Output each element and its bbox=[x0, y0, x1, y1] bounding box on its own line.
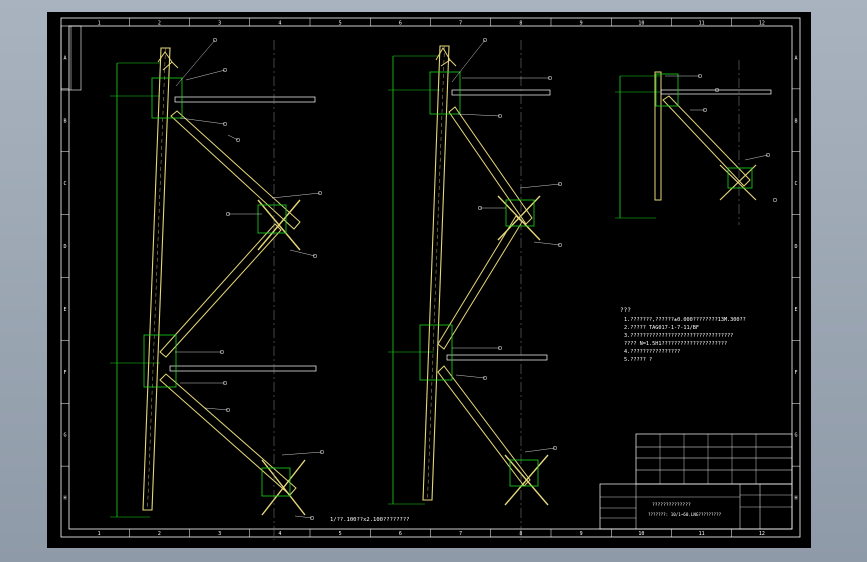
leader-bubble bbox=[497, 113, 503, 119]
grid-row-label: E bbox=[794, 307, 797, 313]
dimension-labels bbox=[212, 37, 778, 521]
diagonal-brace bbox=[159, 373, 297, 496]
drawing-canvas[interactable] bbox=[47, 12, 811, 548]
leader-bubble bbox=[497, 345, 503, 351]
title-block: ?????????????? ???????: 10/1~60.LNG?????… bbox=[599, 433, 793, 530]
title-project: ?????????????? bbox=[652, 502, 691, 508]
grid-column-label: 6 bbox=[399, 531, 402, 537]
elevation-middle bbox=[388, 39, 561, 540]
notes-heading: ??? bbox=[620, 307, 631, 314]
grid-column-label: 4 bbox=[278, 531, 281, 537]
grid-column-label: 7 bbox=[459, 21, 462, 27]
title-drawing-name: ???????: 10/1~60.LNG????????? bbox=[648, 512, 722, 517]
grid-row-label: F bbox=[794, 370, 797, 376]
grid-column-label: 12 bbox=[759, 531, 765, 537]
note-line: 5.????? ? bbox=[624, 357, 652, 363]
leader-bubble bbox=[312, 253, 318, 259]
grid-row-label: C bbox=[63, 181, 66, 187]
grid-column-label: 11 bbox=[699, 21, 705, 27]
leader-bubble bbox=[212, 37, 218, 43]
grid-row-label: H bbox=[63, 496, 66, 502]
leader-bubble bbox=[477, 205, 483, 211]
grid-row-label: A bbox=[63, 55, 66, 61]
leader-bubble bbox=[319, 449, 325, 455]
grid-column-label: 2 bbox=[158, 21, 161, 27]
grid-column-label: 5 bbox=[339, 21, 342, 27]
leader-bubble bbox=[219, 349, 225, 355]
beam-member bbox=[169, 365, 317, 372]
grid-row-label: B bbox=[794, 118, 797, 124]
elevation-left bbox=[110, 39, 323, 540]
grid-row-label: G bbox=[794, 433, 797, 439]
grid-column-label: 10 bbox=[638, 531, 644, 537]
grid-column-label: 4 bbox=[278, 21, 281, 27]
leader-bubble bbox=[309, 515, 315, 521]
grid-row-label: C bbox=[794, 181, 797, 187]
leader-bubble bbox=[222, 121, 228, 127]
grid-column-label: 10 bbox=[638, 21, 644, 27]
grid-reference-marks: 112233445566778899101011111212AABBCCDDEE… bbox=[61, 18, 800, 537]
note-line: 2.????? TAG017-1-7-11/BF bbox=[624, 325, 699, 331]
grid-column-label: 3 bbox=[218, 21, 221, 27]
leader-bubble bbox=[765, 152, 771, 158]
node-plate bbox=[143, 334, 177, 388]
leader-bubble bbox=[702, 107, 708, 113]
leader-bubble bbox=[557, 181, 563, 187]
leader-bubble bbox=[225, 407, 231, 413]
grid-row-label: H bbox=[794, 496, 797, 502]
detail-right bbox=[615, 60, 772, 225]
grid-column-label: 12 bbox=[759, 21, 765, 27]
grid-row-label: A bbox=[794, 55, 797, 61]
leader-bubble bbox=[552, 445, 558, 451]
note-line: 3.????????????????????????????????? bbox=[624, 333, 733, 339]
grid-column-label: 11 bbox=[699, 531, 705, 537]
leader-bubble bbox=[772, 197, 778, 203]
grid-row-label: D bbox=[794, 244, 797, 250]
grid-column-label: 7 bbox=[459, 531, 462, 537]
grid-row-label: F bbox=[63, 370, 66, 376]
leader-bubble bbox=[697, 73, 703, 79]
grid-column-label: 9 bbox=[580, 531, 583, 537]
grid-row-label: E bbox=[63, 307, 66, 313]
leader-bubble bbox=[714, 87, 720, 93]
grid-row-label: G bbox=[63, 433, 66, 439]
leader-bubble bbox=[317, 190, 323, 196]
leader-bubble bbox=[235, 137, 241, 143]
note-line: 4.???????????????? bbox=[624, 349, 680, 355]
bottom-caption: 1/??.100??x2.100???????? bbox=[330, 517, 409, 523]
leader-bubble bbox=[222, 67, 228, 73]
node-plate bbox=[151, 77, 183, 119]
grid-row-label: B bbox=[63, 118, 66, 124]
grid-column-label: 8 bbox=[519, 21, 522, 27]
general-notes: ??? 1.???????,??????±0.000????????13M.30… bbox=[620, 307, 746, 363]
column-member-left bbox=[142, 47, 171, 511]
leader-bubble bbox=[482, 37, 488, 43]
leader-bubble bbox=[222, 380, 228, 386]
column-member-middle bbox=[422, 45, 450, 501]
grid-column-label: 1 bbox=[98, 21, 101, 27]
grid-column-label: 1 bbox=[98, 531, 101, 537]
beam-member bbox=[174, 96, 316, 103]
leader-bubble bbox=[225, 211, 231, 217]
grid-column-label: 9 bbox=[580, 21, 583, 27]
grid-row-label: D bbox=[63, 244, 66, 250]
diagonal-brace bbox=[170, 110, 301, 230]
grid-column-label: 6 bbox=[399, 21, 402, 27]
diagonal-brace bbox=[159, 223, 282, 358]
leader-bubble bbox=[482, 375, 488, 381]
grid-column-label: 2 bbox=[158, 531, 161, 537]
leader-bubble bbox=[547, 75, 553, 81]
note-line: ???? N=1.5H1????????????????????? bbox=[624, 341, 727, 347]
grid-column-label: 5 bbox=[339, 531, 342, 537]
note-line: 1.???????,??????±0.000????????13M.300?? bbox=[624, 317, 746, 323]
leader-bubble bbox=[557, 242, 563, 248]
grid-column-label: 3 bbox=[218, 531, 221, 537]
